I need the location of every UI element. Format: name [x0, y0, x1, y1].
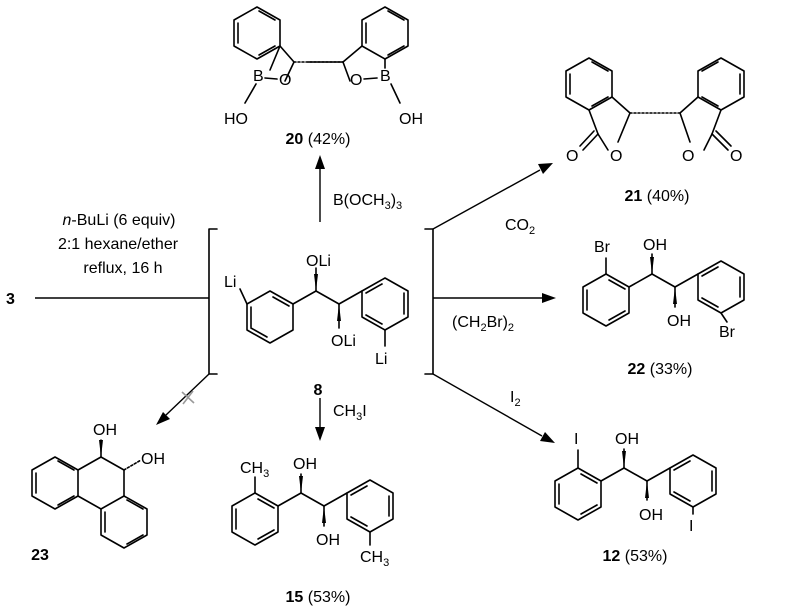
atom-oh-23-right: OH [141, 451, 165, 468]
atom-oh-22-bottom: OH [667, 313, 691, 330]
atom-o-21-left: O [610, 148, 622, 165]
structure-20: O B HO O B OH [224, 6, 423, 128]
structure-22: Br OH OH Br [582, 237, 745, 341]
atom-oh-15-top: OH [293, 456, 317, 473]
atom-oh-15-bottom: OH [316, 532, 340, 549]
atom-oli-top: OLi [306, 253, 331, 270]
structure-23: OH OH [31, 422, 165, 549]
atom-oc-21-left: O [566, 148, 578, 165]
bracket-right [424, 228, 434, 375]
compound-8-label: 8 [314, 382, 323, 399]
reagent-ch3i: CH3I [333, 403, 367, 423]
atom-oh-12-top: OH [615, 431, 639, 448]
arrow-to-22 [433, 293, 556, 303]
reagent-ch2br2: (CH2Br)2 [452, 314, 514, 334]
reagent-i2: I2 [510, 389, 521, 409]
atom-o-20-left: O [279, 72, 291, 89]
arrow-to-20 [315, 155, 325, 222]
compound-20-label: 20 (42%) [286, 131, 351, 148]
structure-12: I OH OH I [554, 431, 717, 535]
structure-21: O O O O [565, 57, 745, 165]
atom-ho-20: HO [224, 111, 248, 128]
arrow-to-23-crossed [156, 373, 210, 425]
bracket-left [208, 228, 218, 375]
reagent-nbuli: n-BuLi (6 equiv) [63, 212, 176, 229]
reagent-b-och3: B(OCH3)3 [333, 192, 402, 212]
compound-3-label: 3 [6, 291, 15, 308]
compound-12-label: 12 (53%) [603, 548, 668, 565]
atom-oh-12-bottom: OH [639, 507, 663, 524]
atom-o-20-right: O [350, 72, 362, 89]
structure-15: CH3 OH OH CH3 [231, 456, 394, 569]
atom-i-12-right: I [689, 518, 693, 535]
atom-i-12-left: I [574, 431, 578, 448]
atom-oh-20: OH [399, 111, 423, 128]
atom-oli-bottom: OLi [331, 333, 356, 350]
reagent-conditions: reflux, 16 h [83, 260, 162, 277]
structure-8: Li OLi OLi Li [224, 253, 409, 368]
atom-oc-21-right: O [730, 148, 742, 165]
atom-b-20-right: B [380, 68, 391, 85]
atom-oh-23-top: OH [93, 422, 117, 439]
atom-b-20-left: B [253, 68, 264, 85]
atom-li-left: Li [224, 274, 236, 291]
reagent-solvent: 2:1 hexane/ether [58, 236, 179, 253]
arrow-to-12 [432, 373, 555, 443]
atom-o-21-right: O [682, 148, 694, 165]
atom-br-22-left: Br [594, 239, 611, 256]
compound-21-label: 21 (40%) [625, 188, 690, 205]
atom-ch3-15-left: CH3 [240, 460, 269, 480]
atom-li-right: Li [375, 351, 387, 368]
compound-22-label: 22 (33%) [628, 361, 693, 378]
atom-ch3-15-right: CH3 [360, 549, 389, 569]
reagent-co2: CO2 [505, 217, 535, 237]
compound-15-label: 15 (53%) [286, 589, 351, 606]
arrow-to-21 [432, 163, 553, 230]
compound-23-label: 23 [31, 547, 49, 564]
arrow-to-15 [315, 398, 325, 441]
atom-oh-22-top: OH [643, 237, 667, 254]
atom-br-22-right: Br [719, 324, 736, 341]
